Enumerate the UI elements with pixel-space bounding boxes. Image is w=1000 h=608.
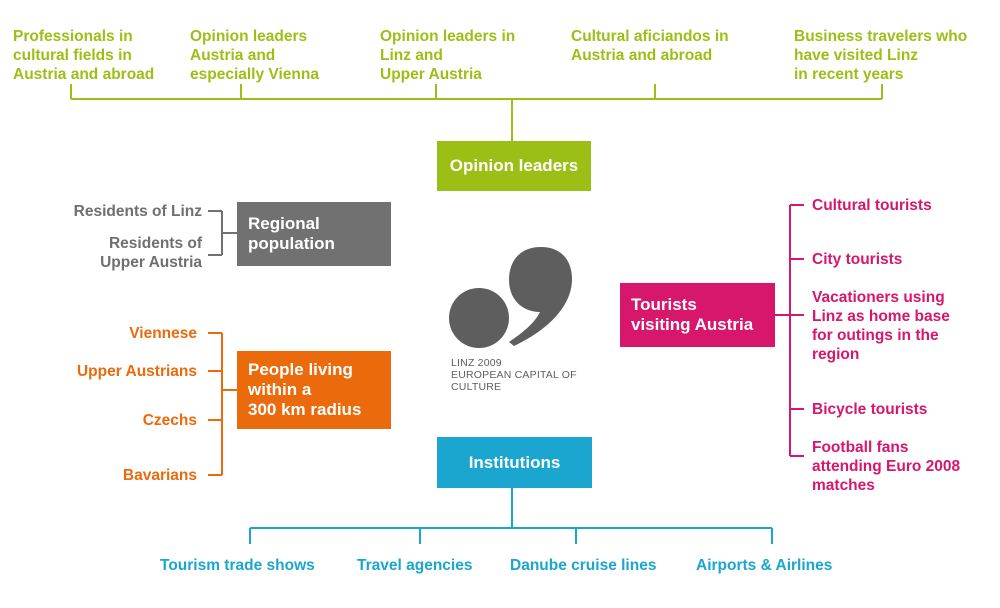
institutions-box: Institutions: [437, 437, 592, 488]
opinion-leaders-box: Opinion leaders: [437, 141, 591, 191]
tourists-connectors: [775, 204, 804, 457]
regional-connectors: [208, 210, 238, 256]
opinion-item-cultural-aficionados: Cultural aficiandos in Austria and abroa…: [571, 28, 729, 64]
opinion-item-business-travelers: Business travelers who have visited Linz…: [794, 28, 968, 83]
institutions-connectors: [249, 488, 773, 544]
regional-population-box: Regional population: [237, 202, 391, 266]
institution-item-travel-agencies: Travel agencies: [357, 557, 473, 574]
people-item-viennese: Viennese: [129, 325, 197, 342]
regional-item-upper-austria: Residents of Upper Austria: [100, 235, 202, 271]
opinion-item-austria-vienna: Opinion leaders Austria and especially V…: [190, 28, 319, 83]
tourists-item-football: Football fans attending Euro 2008 matche…: [812, 439, 961, 494]
opinion-leaders-connectors: [70, 84, 883, 141]
people-connectors: [208, 332, 238, 476]
institution-item-trade-shows: Tourism trade shows: [160, 557, 315, 574]
institution-item-danube-cruise: Danube cruise lines: [510, 557, 657, 574]
people-item-czechs: Czechs: [142, 412, 197, 429]
regional-item-linz: Residents of Linz: [73, 203, 202, 220]
people-300km-box: People living within a 300 km radius: [237, 351, 391, 429]
tourists-item-vacationers: Vacationers using Linz as home base for …: [812, 289, 950, 363]
opinion-item-linz: Opinion leaders in Linz and Upper Austri…: [380, 28, 516, 83]
opinion-item-professionals: Professionals in cultural fields in Aust…: [13, 28, 155, 83]
logo-caption: LINZ 2009 EUROPEAN CAPITAL OF CULTURE: [451, 357, 577, 393]
tourists-box: Tourists visiting Austria: [620, 283, 775, 347]
institution-item-airports: Airports & Airlines: [696, 557, 833, 574]
tourists-item-bicycle: Bicycle tourists: [812, 401, 928, 418]
people-item-bavarians: Bavarians: [122, 467, 197, 484]
tourists-item-city: City tourists: [812, 251, 903, 268]
people-item-upper-austrians: Upper Austrians: [76, 363, 197, 380]
comma-dot-logo-icon: [449, 247, 572, 348]
tourists-item-cultural: Cultural tourists: [812, 197, 932, 214]
